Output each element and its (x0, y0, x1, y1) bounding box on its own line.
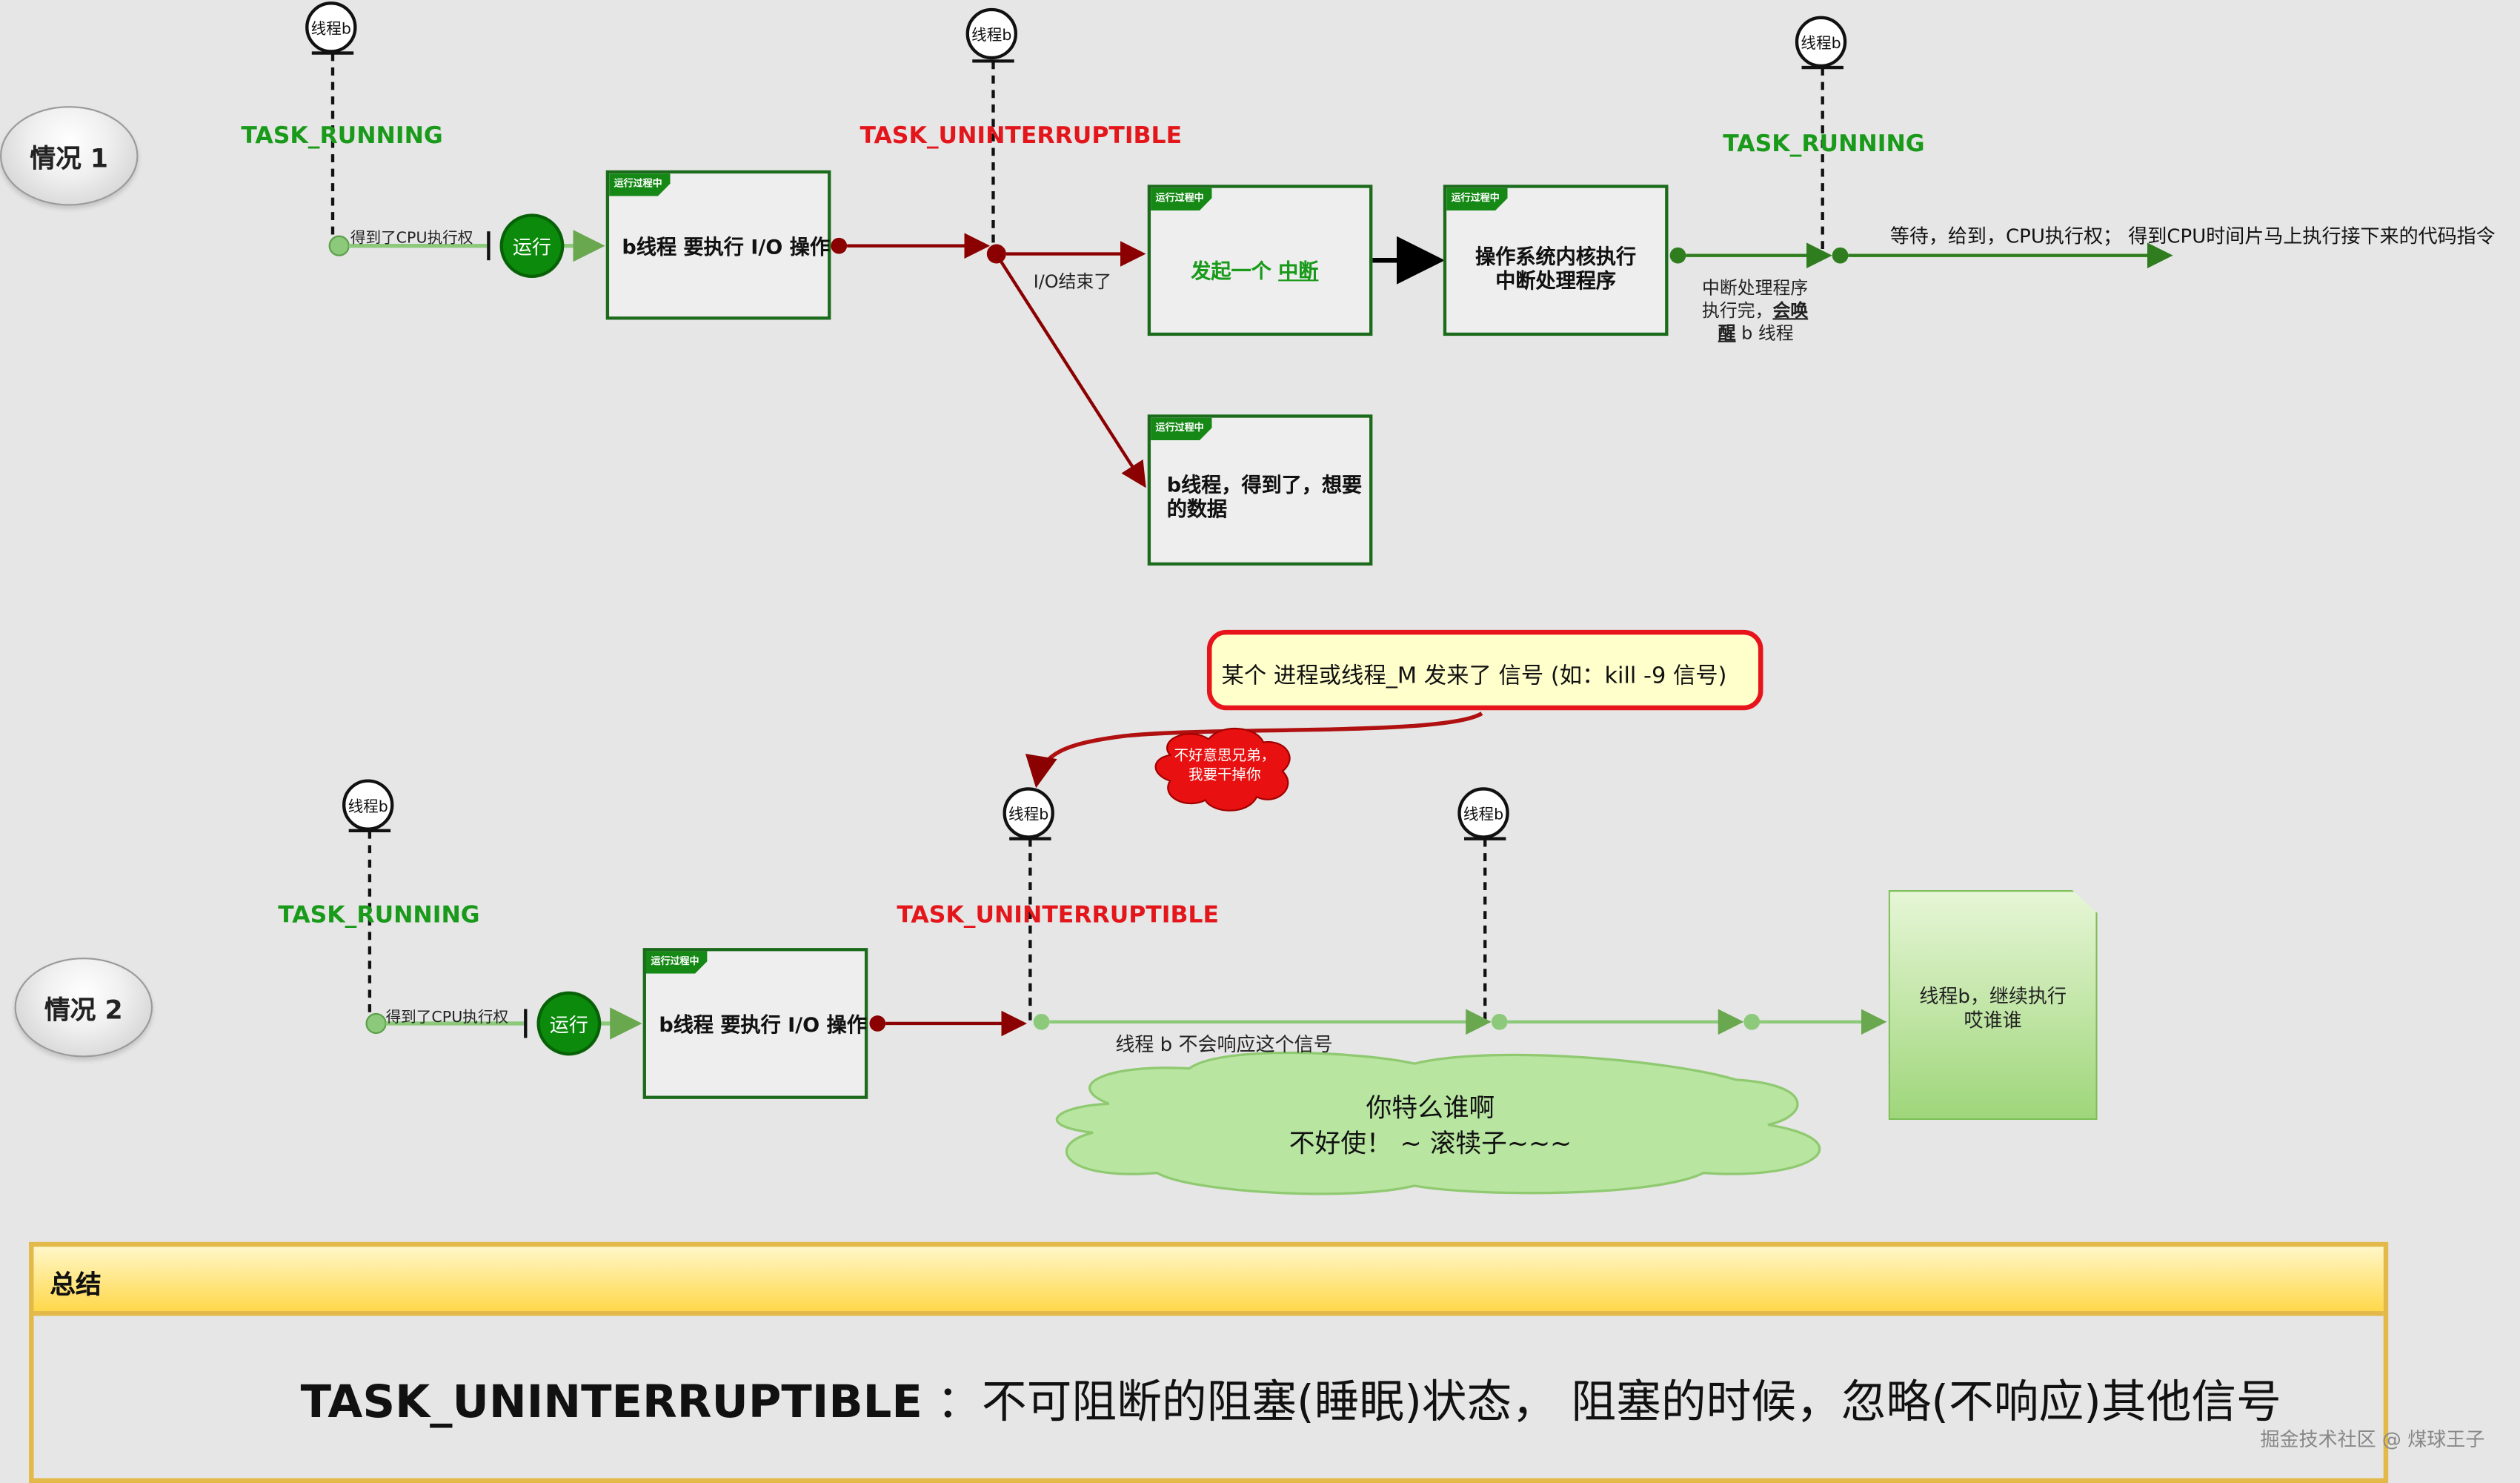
watermark: 掘金技术社区 @ 煤球王子 (2260, 1428, 2485, 1451)
io-box-1: 运行过程中 b线程 要执行 I/O 操作 (605, 170, 831, 320)
explosion-shape (1154, 728, 1291, 812)
run-circle-2: 运行 (536, 991, 602, 1056)
data-arrow (1000, 261, 1146, 488)
kernel-out-dot (1669, 247, 1686, 264)
handler-note: 中断处理程序 执行完，会唤 醒 b 线程 (1702, 278, 1809, 344)
interrupt-link: 中断 (1278, 259, 1319, 283)
io-done-label: I/O结束了 (1033, 271, 1112, 293)
state-running-2: TASK_RUNNING (278, 903, 480, 929)
cloud-shape (1055, 1051, 1821, 1195)
kernel-label: 操作系统内核执行中断处理程序 (1475, 244, 1637, 293)
explosion-text: 不好意思兄弟， 我要干掉你 (1174, 749, 1276, 784)
no-response-label: 线程 b 不会响应这个信号 (1115, 1032, 1333, 1056)
signal-text: 某个 进程或线程_M 发来了 信号 (如：kill -9 信号) (1221, 663, 1727, 690)
case-2-label: 情况 2 (14, 958, 153, 1058)
summary-title: 总结 (50, 1269, 102, 1300)
state-uninterruptible-2: TASK_UNINTERRUPTIBLE (897, 903, 1219, 929)
run-circle-1: 运行 (499, 213, 565, 279)
interrupt-box: 运行过程中 发起一个 中断 (1147, 185, 1373, 336)
wake-dot (1832, 247, 1849, 264)
thread-b-head-2c: 线程b (1457, 787, 1509, 839)
note-box: 线程b，继续执行 哎谁谁 (1888, 890, 2098, 1121)
note-text: 线程b，继续执行 哎谁谁 (1919, 984, 2067, 1032)
state-running-1a: TASK_RUNNING (241, 123, 443, 150)
got-cpu-label-1: 得到了CPU执行权 (350, 230, 473, 248)
summary-text: TASK_UNINTERRUPTIBLE ：不可阻断的阻塞(睡眠)状态， 阻塞的… (300, 1375, 2281, 1429)
state-uninterruptible-1: TASK_UNINTERRUPTIBLE (860, 123, 1183, 150)
running-tag: 运行过程中 (609, 173, 671, 196)
summary-panel: 总结 TASK_UNINTERRUPTIBLE ：不可阻断的阻塞(睡眠)状态， … (29, 1241, 2389, 1483)
signal-box: 某个 进程或线程_M 发来了 信号 (如：kill -9 信号) (1206, 629, 1763, 711)
kernel-box: 运行过程中 操作系统内核执行中断处理程序 (1443, 185, 1669, 336)
io-out-dot-2 (869, 1015, 886, 1032)
interrupt-label: 发起一个 中断 (1191, 259, 1319, 283)
thread-b-head-1c: 线程b (1795, 16, 1847, 68)
running-tag: 运行过程中 (1151, 188, 1212, 210)
state-running-1b: TASK_RUNNING (1723, 131, 1925, 158)
signal-arrow (1025, 711, 1483, 789)
start-dot-2 (365, 1012, 387, 1035)
io-out-dot-1 (831, 237, 848, 254)
wait-text: 等待，给到，CPU执行权； 得到CPU时间片马上执行接下来的代码指令 (1889, 225, 2496, 248)
block-dot-1 (986, 244, 1006, 264)
data-label: b线程，得到了，想要的数据 (1166, 472, 1363, 521)
end-dot-2 (1743, 1013, 1761, 1030)
io-box-label-1: b线程 要执行 I/O 操作 (622, 234, 831, 259)
case-1-label: 情况 1 (0, 106, 139, 206)
block-dot-2 (1033, 1013, 1050, 1030)
mid-dot-2 (1491, 1013, 1508, 1030)
running-tag: 运行过程中 (645, 951, 708, 974)
thread-b-head-1a: 线程b (305, 1, 357, 53)
io-box-2: 运行过程中 b线程 要执行 I/O 操作 (642, 948, 868, 1099)
start-dot-1 (328, 235, 350, 256)
summary-header: 总结 (33, 1247, 2384, 1316)
data-box: 运行过程中 b线程，得到了，想要的数据 (1147, 414, 1373, 566)
cloud-text: 你特么谁啊 不好使！ ~ 滚犊子~~~ (1289, 1092, 1572, 1159)
running-tag: 运行过程中 (1151, 417, 1212, 441)
running-tag: 运行过程中 (1446, 188, 1508, 210)
got-cpu-label-2: 得到了CPU执行权 (385, 1009, 509, 1027)
thread-b-head-1b: 线程b (965, 7, 1018, 60)
io-box-label-2: b线程 要执行 I/O 操作 (659, 1012, 867, 1037)
thread-b-head-2b: 线程b (1003, 787, 1054, 839)
thread-b-head-2a: 线程b (342, 779, 394, 831)
